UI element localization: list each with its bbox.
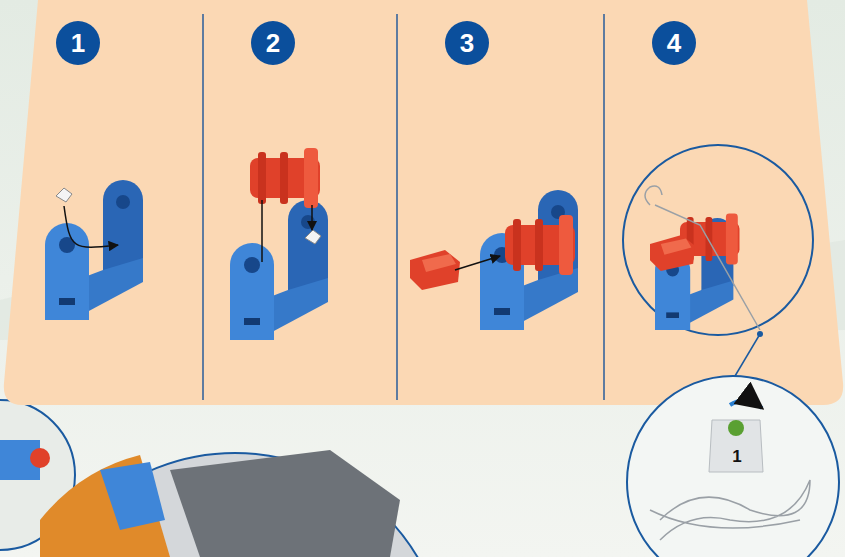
bag-number: 1 bbox=[732, 448, 741, 465]
leader-line bbox=[735, 334, 760, 376]
step-number: 1 bbox=[71, 30, 85, 56]
zoom-circle bbox=[627, 376, 839, 557]
crank-handle bbox=[650, 235, 695, 271]
bag-logo bbox=[728, 420, 744, 436]
detail-part bbox=[100, 462, 165, 530]
clip-part bbox=[56, 188, 72, 202]
winch-bracket bbox=[230, 200, 328, 340]
step-number-badge: 1 bbox=[56, 21, 100, 65]
divider bbox=[202, 14, 204, 400]
assembly-line bbox=[261, 200, 263, 262]
step-number-badge: 3 bbox=[445, 21, 489, 65]
winch-bracket bbox=[45, 180, 143, 320]
open-arrow bbox=[730, 401, 762, 408]
clip-part bbox=[305, 230, 321, 244]
string bbox=[645, 186, 760, 330]
step-number: 4 bbox=[667, 30, 681, 56]
detail-part bbox=[40, 455, 170, 557]
zoom-circle bbox=[623, 145, 813, 335]
assembly-arrow bbox=[455, 256, 500, 270]
parts-bag bbox=[709, 420, 763, 472]
string bbox=[650, 480, 810, 540]
step-number: 2 bbox=[266, 30, 280, 56]
detail-part bbox=[30, 448, 50, 468]
step-number-badge: 2 bbox=[251, 21, 295, 65]
winch-drum bbox=[250, 148, 320, 208]
crank-handle bbox=[410, 250, 460, 290]
assembly-arrow bbox=[64, 206, 118, 247]
winch-bracket bbox=[480, 190, 578, 330]
assembly-arrow bbox=[311, 205, 313, 230]
detail-part bbox=[170, 450, 400, 557]
divider bbox=[603, 14, 605, 400]
step-number-badge: 4 bbox=[652, 21, 696, 65]
divider bbox=[396, 14, 398, 400]
step-panel bbox=[4, 0, 843, 405]
winch-drum bbox=[505, 215, 575, 275]
step-number: 3 bbox=[460, 30, 474, 56]
